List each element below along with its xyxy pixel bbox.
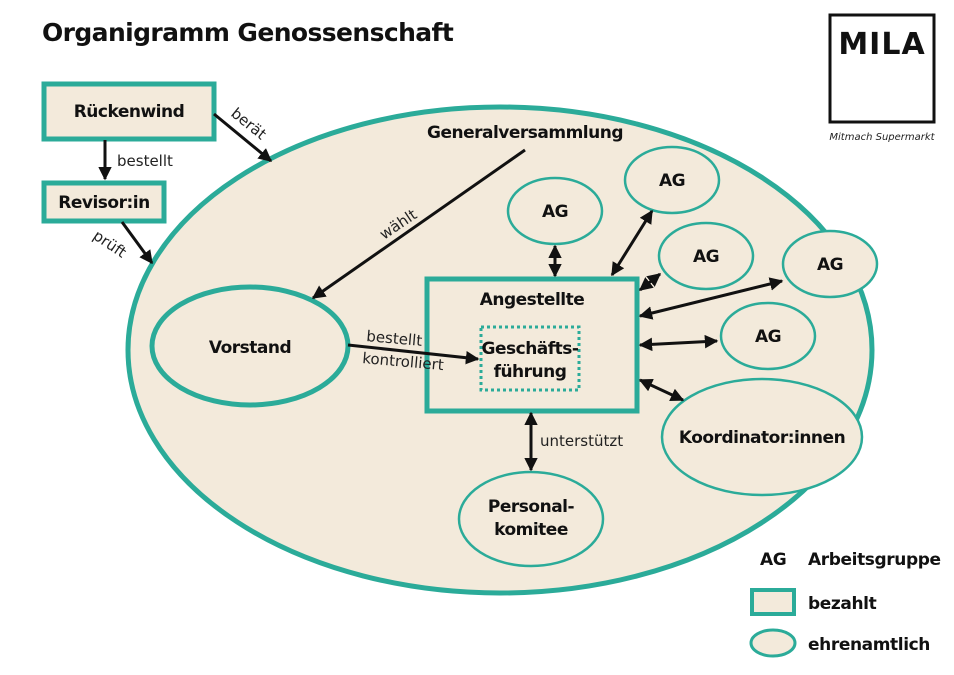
ag-label-1: AG	[542, 202, 568, 222]
personalkomitee-ellipse	[457, 470, 605, 568]
geschaeftsfuehrung-label-1: Geschäfts-	[482, 339, 579, 359]
koordinator-label: Koordinator:innen	[679, 428, 845, 448]
geschaeftsfuehrung-label-2: führung	[494, 362, 567, 382]
arrow-ag5	[638, 334, 719, 352]
arrow-ag4	[638, 277, 784, 320]
page-title: Organigramm Genossenschaft	[42, 18, 454, 47]
legend-paid-label: bezahlt	[808, 594, 877, 614]
rueckenwind-label: Rückenwind	[74, 102, 185, 122]
edge-label-bestellt-gf: bestellt	[366, 327, 423, 350]
ag-label-2: AG	[659, 171, 685, 191]
rueckenwind-box	[41, 81, 217, 142]
mila-logo: MILA Mitmach Supermarkt	[828, 13, 936, 143]
arrow-vorstand-gf	[347, 343, 480, 365]
arrow-rueckenwind-gv	[213, 112, 273, 163]
ag-ellipse-1	[506, 176, 604, 246]
personalkomitee-label-2: komitee	[494, 520, 568, 540]
arrow-gv-vorstand	[311, 148, 526, 300]
legend-ag-label: Arbeitsgruppe	[808, 550, 941, 570]
personalkomitee-label-1: Personal-	[488, 497, 575, 517]
angestellte-label: Angestellte	[480, 290, 585, 310]
legend-volunteer-label: ehrenamtlich	[808, 635, 930, 655]
revisor-label: Revisor:in	[58, 193, 149, 213]
edge-label-prueft: prüft	[90, 226, 130, 261]
revisor-box	[41, 180, 167, 224]
edge-label-beraet: berät	[227, 104, 269, 143]
angestellte-box	[424, 276, 640, 414]
legend: AG Arbeitsgruppe bezahlt ehrenamtlich	[749, 550, 941, 658]
arrow-revisor-gv	[120, 221, 154, 265]
legend-volunteer-swatch	[749, 628, 797, 658]
vorstand-label: Vorstand	[209, 338, 291, 358]
generalversammlung-label: Generalversammlung	[427, 123, 623, 143]
ag-label-3: AG	[693, 247, 719, 267]
arrow-koordinator	[638, 378, 685, 402]
arrow-ag2	[610, 209, 654, 277]
edge-label-unterstuetzt: unterstützt	[540, 432, 623, 450]
logo-name: MILA	[838, 27, 925, 62]
connectors	[98, 112, 784, 472]
legend-paid-swatch	[750, 588, 796, 616]
ag-label-5: AG	[755, 327, 781, 347]
geschaeftsfuehrung-box	[479, 325, 581, 392]
edge-label-bestellt-revisor: bestellt	[117, 152, 173, 170]
ag-label-4: AG	[817, 255, 843, 275]
logo-tagline: Mitmach Supermarkt	[829, 132, 935, 143]
koordinator-ellipse	[660, 377, 864, 497]
legend-ag-abbr: AG	[760, 550, 786, 570]
ag-ellipse-4	[781, 229, 879, 299]
ag-ellipse-2	[623, 145, 721, 215]
